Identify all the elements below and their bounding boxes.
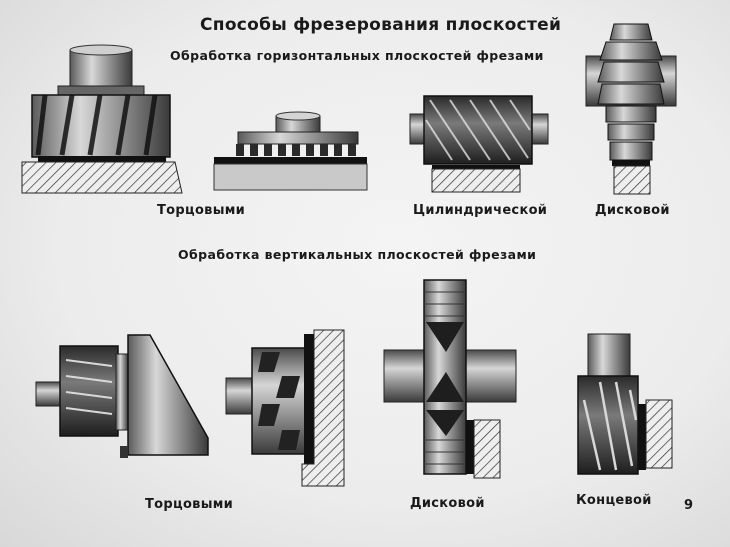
vertical-section-heading: Обработка вертикальных плоскостей фрезам… (178, 247, 537, 262)
horizontal-section-heading: Обработка горизонтальных плоскостей фрез… (170, 48, 544, 63)
face-mill-vertical-wall-figure (225, 329, 345, 487)
end-mill-figure (577, 333, 673, 475)
label-cylindrical-horizontal: Цилиндрической (413, 203, 548, 218)
disk-mill-horizontal-figure (585, 23, 677, 195)
page-title: Способы фрезерования плоскостей (200, 15, 562, 35)
small-face-mill-figure (213, 111, 368, 191)
label-face-horizontal: Торцовыми (157, 203, 246, 218)
face-mill-horizontal-figure (21, 44, 183, 194)
face-mill-vertical-bracket-figure (35, 334, 209, 458)
disk-mill-vertical-figure (383, 279, 517, 479)
label-end-vertical: Концевой (576, 493, 652, 508)
label-face-vertical: Торцовыми (145, 497, 234, 512)
cylindrical-mill-figure (409, 95, 549, 193)
label-disk-vertical: Дисковой (410, 496, 485, 511)
page-number: 9 (684, 498, 694, 513)
label-disk-horizontal: Дисковой (595, 203, 670, 218)
